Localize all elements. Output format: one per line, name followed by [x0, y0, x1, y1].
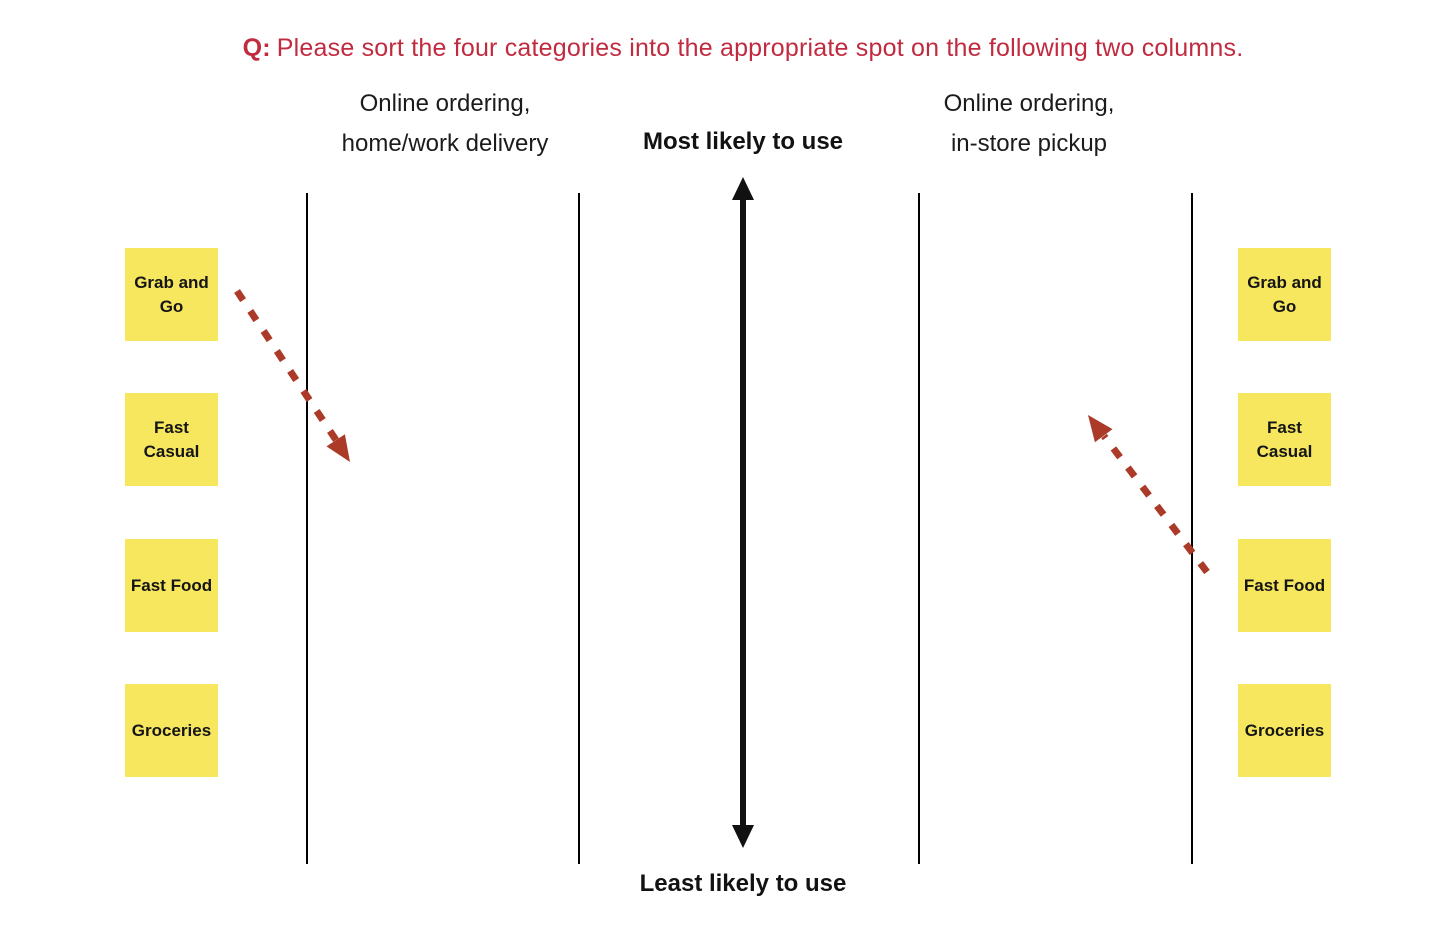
- double-headed-vertical-arrow-icon: [732, 177, 754, 848]
- sticky-left-fast-food[interactable]: Fast Food: [125, 539, 218, 632]
- sticky-right-fast-food[interactable]: Fast Food: [1238, 539, 1331, 632]
- column-header-pickup: Online ordering, in-store pickup: [829, 84, 1229, 164]
- pickup-column-left-line: [918, 193, 920, 864]
- column-header-delivery: Online ordering, home/work delivery: [245, 84, 645, 164]
- question-text: Please sort the four categories into the…: [276, 34, 1244, 62]
- delivery-column-right-line: [578, 193, 580, 864]
- axis-label-least-likely: Least likely to use: [639, 870, 847, 897]
- column-header-delivery-line2: home/work delivery: [341, 130, 549, 157]
- sticky-left-grab-and-go[interactable]: Grab and Go: [125, 248, 218, 341]
- column-header-pickup-line1: Online ordering,: [943, 90, 1115, 117]
- sticky-left-groceries[interactable]: Groceries: [125, 684, 218, 777]
- column-header-delivery-line1: Online ordering,: [359, 90, 531, 117]
- column-header-pickup-line2: in-store pickup: [950, 130, 1108, 157]
- pickup-column-right-line: [1191, 193, 1193, 864]
- sticky-left-fast-casual[interactable]: Fast Casual: [125, 393, 218, 486]
- sticky-right-grab-and-go[interactable]: Grab and Go: [1238, 248, 1331, 341]
- axis-label-most-likely: Most likely to use: [642, 128, 844, 155]
- dashed-arrow-up-left-icon: [1088, 415, 1210, 575]
- question-prefix: Q:: [242, 34, 271, 62]
- sticky-right-groceries[interactable]: Groceries: [1238, 684, 1331, 777]
- dashed-arrow-down-right-icon: [234, 289, 350, 462]
- sticky-right-fast-casual[interactable]: Fast Casual: [1238, 393, 1331, 486]
- delivery-column-left-line: [306, 193, 308, 864]
- question: Q:Please sort the four categories into t…: [36, 34, 1450, 63]
